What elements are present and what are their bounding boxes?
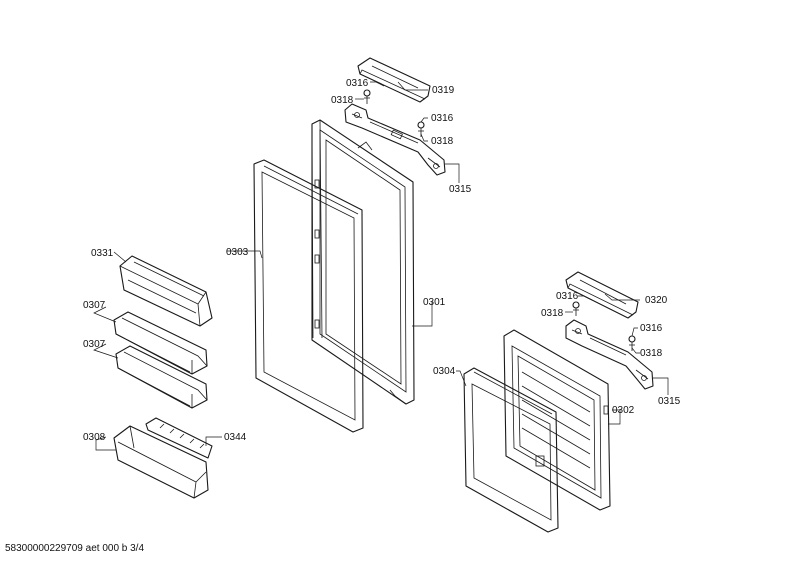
document-reference: 58300000229709 aet 000 b 3/4 <box>5 543 145 554</box>
label-0308: 0308 <box>83 432 106 443</box>
screw-upper-1 <box>363 89 371 104</box>
label-0344: 0344 <box>224 432 247 443</box>
label-0307-a: 0307 <box>83 300 106 311</box>
label-0318-b: 0318 <box>431 136 454 147</box>
label-0319: 0319 <box>432 85 455 96</box>
label-0301: 0301 <box>423 297 446 308</box>
bottle-holder-0344 <box>145 417 213 459</box>
door-shelf-0307-b <box>115 345 208 409</box>
label-0331: 0331 <box>91 248 114 259</box>
label-0316-c: 0316 <box>556 291 579 302</box>
label-0307-b: 0307 <box>83 339 106 350</box>
label-0302: 0302 <box>612 405 635 416</box>
label-0316-b: 0316 <box>431 113 454 124</box>
door-rack-0331 <box>119 255 213 327</box>
door-shelf-0307-a <box>113 311 208 375</box>
label-0318-a: 0318 <box>331 95 354 106</box>
label-0304: 0304 <box>433 366 456 377</box>
label-0315-b: 0315 <box>658 396 681 407</box>
part-labels: 0316 0318 0319 0316 0318 0315 0303 0301 … <box>83 78 681 443</box>
label-0315-a: 0315 <box>449 184 472 195</box>
screw-lower-1 <box>572 301 580 316</box>
label-0316-a: 0316 <box>346 78 369 89</box>
label-0318-d: 0318 <box>640 348 663 359</box>
label-0320: 0320 <box>645 295 668 306</box>
lower-door-panel <box>503 329 611 511</box>
hinge-bracket-lower <box>565 319 654 390</box>
label-0316-d: 0316 <box>640 323 663 334</box>
bottle-rack-0308 <box>113 425 209 499</box>
label-0303: 0303 <box>226 247 249 258</box>
upper-door-panel <box>311 119 415 405</box>
hinge-bracket-upper <box>344 103 446 176</box>
label-0318-c: 0318 <box>541 308 564 319</box>
lower-door-gasket <box>463 367 559 533</box>
leader-lines <box>93 81 669 451</box>
upper-door-gasket <box>253 159 364 433</box>
screw-lower-2 <box>628 335 636 351</box>
